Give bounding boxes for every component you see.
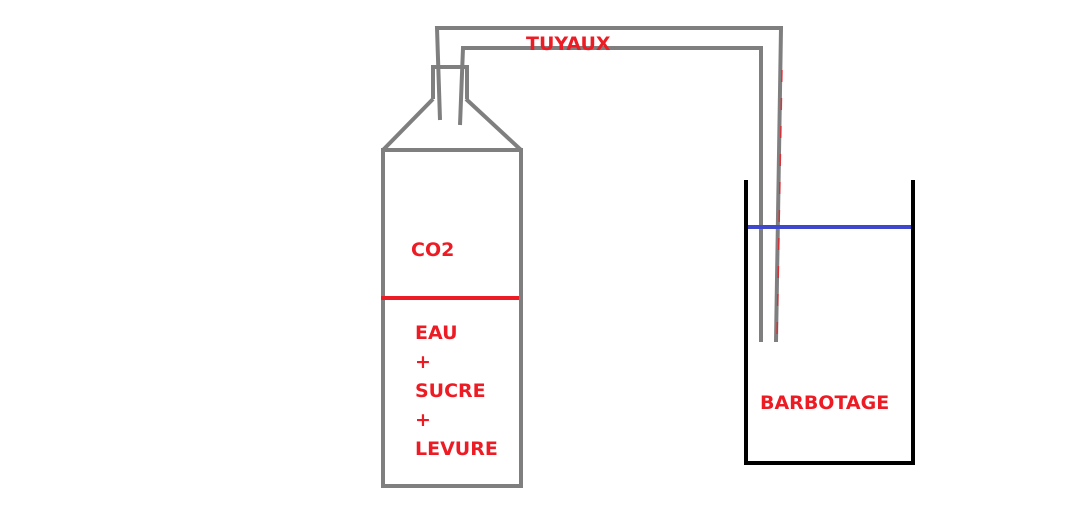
bottle-shoulder-right	[464, 97, 523, 152]
tube-outer	[434, 26, 784, 343]
tube-red-dashes	[776, 69, 783, 341]
mixture-label-line-3: SUCRE	[415, 380, 486, 402]
bubbling-label: BARBOTAGE	[760, 392, 889, 414]
tubes-label: TUYAUX	[526, 33, 611, 55]
bottle-shoulder-left	[381, 97, 435, 152]
mixture-label-line-4: +	[415, 409, 431, 431]
beaker	[744, 180, 915, 465]
bottle	[381, 65, 523, 488]
tubes	[434, 26, 784, 343]
mixture-label-line-5: LEVURE	[415, 438, 498, 460]
beaker-outline	[744, 180, 915, 465]
bottle-body	[381, 150, 523, 488]
tube-inner	[458, 46, 763, 342]
gas-label: CO2	[411, 239, 454, 261]
mixture-label-line-2: +	[415, 351, 431, 373]
mixture-label-line-1: EAU	[415, 322, 458, 344]
